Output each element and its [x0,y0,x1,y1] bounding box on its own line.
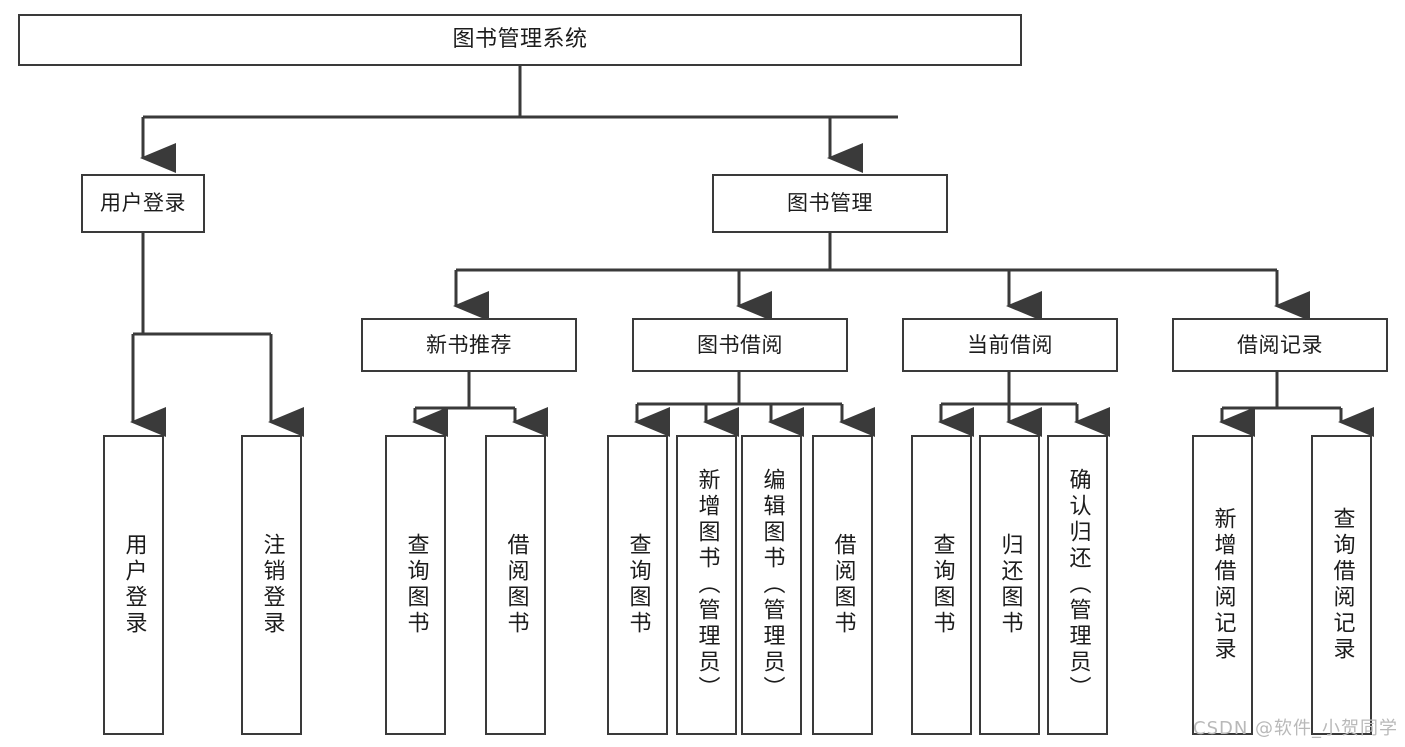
node-label: 确认归还（管理员） [1065,468,1091,702]
node-label: 归还图书 [997,533,1023,637]
node-user-login[interactable]: 用户登录 [81,174,205,233]
node-label: 用户登录 [100,191,186,216]
node-label: 图书管理 [787,191,873,216]
leaf-borrow-record-query[interactable]: 查询借阅记录 [1311,435,1372,735]
node-book-management[interactable]: 图书管理 [712,174,948,233]
node-label: 借阅记录 [1237,332,1323,357]
leaf-borrow-record-add[interactable]: 新增借阅记录 [1192,435,1253,735]
leaf-current-borrow-return[interactable]: 归还图书 [979,435,1040,735]
node-label: 图书借阅 [697,332,783,357]
node-label: 借阅图书 [503,533,529,637]
node-label: 新增图书（管理员） [694,468,720,702]
node-label: 新书推荐 [426,332,512,357]
node-new-book-recommend[interactable]: 新书推荐 [361,318,577,372]
node-book-borrow[interactable]: 图书借阅 [632,318,848,372]
node-label: 查询借阅记录 [1329,507,1355,663]
node-label: 编辑图书（管理员） [759,468,785,702]
node-label: 当前借阅 [967,332,1053,357]
leaf-new-book-query[interactable]: 查询图书 [385,435,446,735]
node-borrow-record[interactable]: 借阅记录 [1172,318,1388,372]
node-label: 查询图书 [403,533,429,637]
leaf-user-login-logout[interactable]: 注销登录 [241,435,302,735]
node-label: 新增借阅记录 [1210,507,1236,663]
leaf-new-book-borrow[interactable]: 借阅图书 [485,435,546,735]
node-label: 查询图书 [625,533,651,637]
leaf-current-borrow-confirm[interactable]: 确认归还（管理员） [1047,435,1108,735]
leaf-current-borrow-query[interactable]: 查询图书 [911,435,972,735]
leaf-user-login-login[interactable]: 用户登录 [103,435,164,735]
node-label: 用户登录 [121,533,147,637]
node-current-borrow[interactable]: 当前借阅 [902,318,1118,372]
node-label: 注销登录 [259,533,285,637]
leaf-book-borrow-lend[interactable]: 借阅图书 [812,435,873,735]
node-label: 借阅图书 [830,533,856,637]
node-root-system[interactable]: 图书管理系统 [18,14,1022,66]
node-label: 查询图书 [929,533,955,637]
leaf-book-borrow-add[interactable]: 新增图书（管理员） [676,435,737,735]
leaf-book-borrow-query[interactable]: 查询图书 [607,435,668,735]
leaf-book-borrow-edit[interactable]: 编辑图书（管理员） [741,435,802,735]
node-label: 图书管理系统 [452,27,588,53]
csdn-watermark: CSDN @软件_小贺同学 [1193,718,1399,739]
